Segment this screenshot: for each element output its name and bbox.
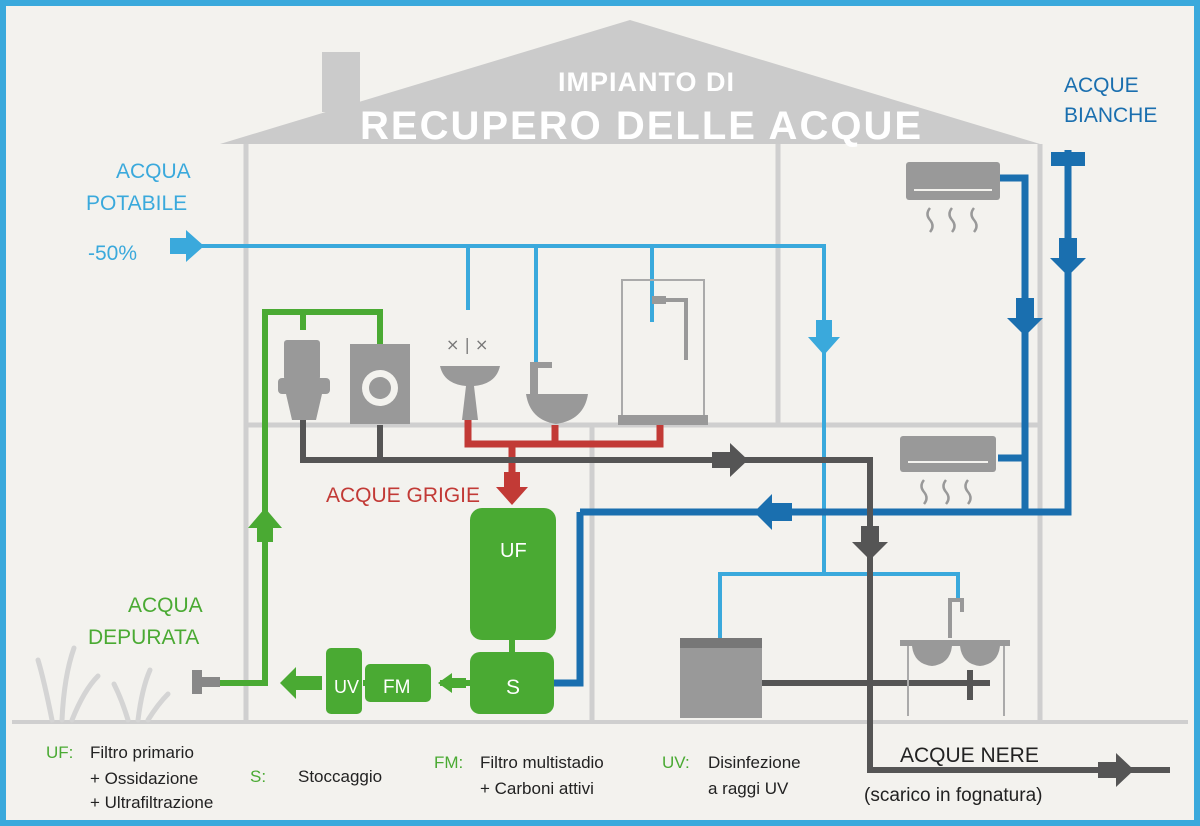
acqua-potabile-label-1: ACQUA bbox=[116, 160, 191, 183]
legend-uf-line-3: + Ultrafiltrazione bbox=[90, 793, 214, 812]
purified-arrow-left bbox=[280, 667, 322, 699]
white-arrow-left bbox=[754, 494, 792, 530]
black-arrow-down bbox=[852, 526, 888, 560]
black-water-network bbox=[300, 420, 1170, 773]
legend-s-key: S: bbox=[250, 767, 267, 786]
diagram-svg: × | × bbox=[12, 20, 1188, 787]
black-arrow-out bbox=[1098, 753, 1134, 787]
svg-text:× | ×: × | × bbox=[446, 335, 488, 354]
acqua-potabile-label-2: POTABILE bbox=[86, 192, 188, 215]
s-unit-label: S bbox=[506, 676, 521, 699]
title-line-1: IMPIANTO DI bbox=[558, 67, 736, 97]
fm-unit bbox=[365, 664, 431, 702]
acque-bianche-label-2: BIANCHE bbox=[1064, 104, 1158, 127]
reduction-label: -50% bbox=[88, 242, 138, 265]
kitchen-sink-icon bbox=[900, 598, 1010, 716]
potable-arrow-down bbox=[808, 320, 840, 355]
sink-icon bbox=[526, 362, 588, 424]
diagram-canvas: × | × IMPIANTO DI RECUPERO DELLE ACQU bbox=[6, 6, 1194, 820]
s-unit bbox=[470, 652, 554, 714]
chimney bbox=[322, 52, 360, 112]
uf-unit bbox=[470, 508, 556, 640]
acque-nere-label: ACQUE NERE bbox=[900, 744, 1039, 767]
garden-tap-icon bbox=[192, 670, 220, 694]
purified-arrow-fm bbox=[438, 673, 466, 693]
legend-uf-line-2: + Ossidazione bbox=[90, 769, 199, 788]
grass-icon bbox=[35, 645, 171, 723]
black-arrow-right bbox=[712, 443, 748, 477]
legend-uf-key: UF: bbox=[46, 743, 74, 762]
air-conditioner-bottom-icon bbox=[900, 436, 996, 505]
title-line-2: RECUPERO DELLE ACQUE bbox=[360, 104, 924, 148]
white-arrow-down-1 bbox=[1007, 298, 1043, 336]
uv-unit-label: UV bbox=[334, 677, 360, 697]
acqua-depurata-label-2: DEPURATA bbox=[88, 626, 200, 649]
dishwasher-icon bbox=[680, 638, 762, 718]
legend-fm-line-2: + Carboni attivi bbox=[480, 779, 594, 798]
uv-unit bbox=[326, 648, 362, 714]
bidet-icon: × | × bbox=[440, 335, 500, 420]
potable-arrow-in bbox=[170, 230, 204, 262]
acque-grigie-label: ACQUE GRIGIE bbox=[326, 484, 481, 507]
acqua-depurata-label-1: ACQUA bbox=[128, 594, 203, 617]
rain-collector-icon bbox=[1051, 152, 1085, 166]
grey-water-network bbox=[464, 420, 664, 478]
roof bbox=[220, 20, 1040, 144]
legend-uv-key: UV: bbox=[662, 753, 690, 772]
acque-bianche-label-1: ACQUE bbox=[1064, 74, 1139, 97]
washing-machine-icon bbox=[350, 344, 410, 424]
toilet-icon bbox=[278, 340, 330, 420]
legend-uv-line-1: Disinfezione bbox=[708, 753, 801, 772]
fm-unit-label: FM bbox=[383, 677, 411, 698]
white-arrow-down-2 bbox=[1050, 238, 1086, 276]
air-conditioner-top-icon bbox=[906, 162, 1000, 233]
purified-arrow-up bbox=[248, 508, 282, 542]
shower-icon bbox=[618, 279, 708, 425]
grey-arrow-down bbox=[496, 472, 528, 505]
legend-fm-line-1: Filtro multistadio bbox=[480, 753, 604, 772]
legend-uv-line-2: a raggi UV bbox=[708, 779, 789, 798]
legend-fm-key: FM: bbox=[434, 753, 464, 772]
scarico-label: (scarico in fognatura) bbox=[864, 785, 1043, 806]
legend-s-line-1: Stoccaggio bbox=[298, 767, 383, 786]
legend-uf-line-1: Filtro primario bbox=[90, 743, 194, 762]
potable-water-network bbox=[200, 244, 960, 640]
uf-unit-label: UF bbox=[500, 540, 527, 562]
